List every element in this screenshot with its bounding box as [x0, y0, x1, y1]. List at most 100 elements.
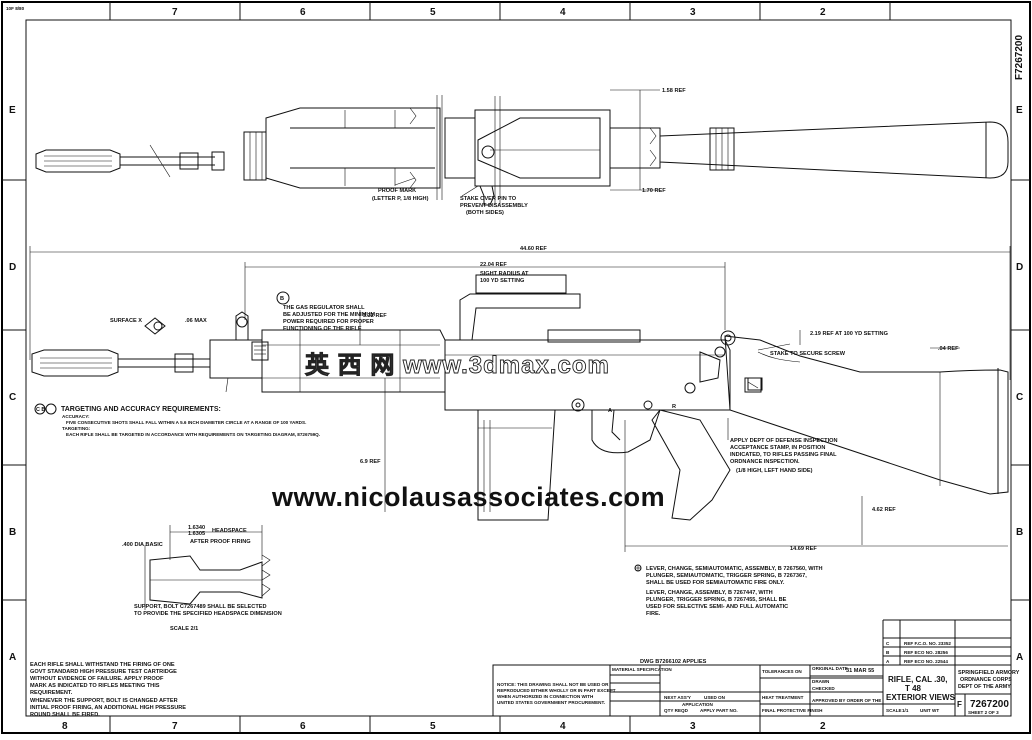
drawn-label: DRAWN	[812, 679, 830, 684]
proof-note-2: GOVT STANDARD HIGH PRESSURE TEST CARTRID…	[30, 669, 177, 675]
dim-332: 3.32 REF	[363, 313, 387, 319]
proof-note-6: WHENEVER THE SUPPORT, BOLT IS CHANGED AF…	[30, 698, 178, 704]
scale-value: 1/1	[902, 708, 909, 713]
proof-note-8: ROUND SHALL BE FIRED.	[30, 712, 100, 718]
finish-label: FINAL PROTECTIVE FINISH	[762, 708, 823, 713]
surface-x-label: SURFACE X	[110, 318, 142, 324]
headspace-dia: .400 DIA BASIC	[122, 542, 163, 548]
side-drawing-number: F7267200	[1014, 35, 1025, 80]
proof-mark-label: PROOF MARK	[378, 188, 416, 194]
rev-letter-b: B	[886, 650, 890, 655]
targeting-callouts: C B	[36, 407, 45, 413]
watermark-3dmax: 英 西 网 www.3dmax.com	[305, 352, 610, 379]
dim-1469: 14.69 REF	[790, 546, 817, 552]
label-r: R	[672, 404, 676, 410]
stake-note-1: STAKE OVER PIN TO	[460, 196, 517, 202]
surface-x-max: .06 MAX	[185, 318, 207, 324]
arsenal-line-3: DEPT OF THE ARMY	[958, 684, 1011, 690]
lever-note-2-line-4: FIRE.	[646, 611, 661, 617]
proof-note-4: MARK AS INDICATED TO RIFLES MEETING THIS	[30, 683, 160, 689]
inspect-note-5: (1/8 HIGH, LEFT HAND SIDE)	[736, 468, 813, 474]
rev-letter-c: C	[886, 641, 890, 646]
zone-top-4: 4	[560, 7, 566, 18]
rifle-top-view	[35, 89, 1009, 206]
row-right-d: D	[1016, 262, 1023, 273]
row-right-c: C	[1016, 392, 1023, 403]
zone-labels-bottom: 8 7 6 5 4 3 2	[62, 721, 826, 732]
title-line-2: T 48	[905, 684, 922, 693]
tolerances-label: TOLERANCES ON	[762, 669, 802, 674]
support-note-1: SUPPORT, BOLT C7267489 SHALL BE SELECTED	[134, 604, 267, 610]
lever-note-1-line-1: LEVER, CHANGE, SEMIAUTOMATIC, ASSEMBLY, …	[646, 566, 823, 572]
rev-row-1: REF F.C.O. NO. 23352	[904, 641, 951, 646]
orig-date-label: ORIGINAL DATE	[812, 666, 848, 671]
dim-158: 1.58 REF	[662, 88, 686, 94]
stake-note-3: (BOTH SIDES)	[466, 210, 504, 216]
callout-c-circle	[34, 403, 46, 415]
approved-label: APPROVED BY ORDER OF THE	[812, 698, 881, 703]
row-right-b: B	[1016, 527, 1023, 538]
scale-label: SCALE	[886, 708, 902, 713]
zone-top-3: 3	[690, 7, 696, 18]
dwg-applies: DWG B7266102 APPLIES	[640, 659, 707, 665]
zone-bottom-4: 4	[560, 721, 566, 732]
row-right-a: A	[1016, 652, 1023, 663]
zone-labels-left: E D C B A	[9, 105, 16, 663]
zone-top-2: 2	[820, 7, 826, 18]
zone-bottom-2: 2	[820, 721, 826, 732]
dim-462: 4.62 REF	[872, 507, 896, 513]
proof-mark-sub: (LETTER P, 1/8 HIGH)	[372, 196, 429, 202]
zone-bottom-3: 3	[690, 721, 696, 732]
arsenal-line-2: ORDNANCE CORPS	[960, 677, 1012, 683]
zone-labels-top: 7 6 5 4 3 2	[172, 7, 826, 18]
material-label: MATERIAL SPECIFICATION	[612, 667, 672, 672]
sheet-label: SHEET 2 OF 3	[968, 710, 999, 715]
lever-note-1-line-3: SHALL BE USED FOR SEMIAUTOMATIC FIRE ONL…	[646, 580, 785, 586]
zone-bottom-5: 5	[430, 721, 436, 732]
dim-sight: 22.04 REF	[480, 262, 507, 268]
zone-labels-right: E D C B A	[1016, 105, 1023, 663]
sight-note-2: 100 YD SETTING	[480, 278, 524, 284]
accuracy-line: FIVE CONSECUTIVE SHOTS SHALL FALL WITHIN…	[66, 420, 306, 425]
targeting-line: EACH RIFLE SHALL BE TARGETED IN ACCORDAN…	[66, 432, 320, 437]
corner-mark: 10F 8/80	[6, 6, 25, 11]
lever-notes	[634, 564, 642, 572]
inspect-note-2: ACCEPTANCE STAMP, IN POSITION	[730, 445, 825, 451]
title-block-frame	[492, 619, 1012, 717]
targeting-heading: TARGETING AND ACCURACY REQUIREMENTS:	[61, 406, 221, 413]
inspection-stamp-box	[747, 377, 763, 391]
qty-label: QTY REQD	[664, 708, 689, 713]
unit-wt-label: UNIT WT	[920, 708, 939, 713]
dim-04: .04 REF	[938, 346, 959, 352]
zone-bottom-8: 8	[62, 721, 68, 732]
stake-note-2: PREVENT DISASSEMBLY	[460, 203, 528, 209]
proof-note-1: EACH RIFLE SHALL WITHSTAND THE FIRING OF…	[30, 662, 175, 668]
targeting-label: TARGETING:	[62, 426, 91, 431]
dim-170: 1.70 REF	[642, 188, 666, 194]
accuracy-label: ACCURACY:	[62, 414, 90, 419]
label-a: A	[608, 408, 612, 414]
notice-line-3: WHEN AUTHORIZED IN CONNECTION WITH	[497, 694, 594, 699]
gas-note-1: THE GAS REGULATOR SHALL	[283, 305, 365, 311]
rev-row-3: REF ECO NO. 22544	[904, 659, 948, 664]
headspace-detail	[144, 525, 271, 610]
size-letter: F	[957, 700, 962, 709]
row-left-c: C	[9, 392, 16, 403]
zone-top-6: 6	[300, 7, 306, 18]
zone-bottom-7: 7	[172, 721, 178, 732]
used-on-label: USED ON	[704, 695, 726, 700]
support-note-2: TO PROVIDE THE SPECIFIED HEADSPACE DIMEN…	[134, 611, 282, 617]
inspect-note-1: APPLY DEPT OF DEFENSE INSPECTION	[730, 438, 838, 444]
zone-top-5: 5	[430, 7, 436, 18]
arsenal-line-1: SPRINGFIELD ARMORY	[958, 670, 1020, 676]
stake-screw-note: STAKE TO SECURE SCREW	[770, 351, 846, 357]
notice-line-2: REPRODUCED EITHER WHOLLY OR IN PART EXCE…	[497, 688, 616, 693]
zone-bottom-6: 6	[300, 721, 306, 732]
proof-note-5: REQUIREMENT.	[30, 690, 73, 696]
lever-note-1-line-2: PLUNGER, SEMIAUTOMATIC, TRIGGER SPRING, …	[646, 573, 807, 579]
inspect-note-3: INDICATED, TO RIFLES PASSING FINAL	[730, 452, 837, 458]
callout-b-circle	[45, 403, 57, 415]
